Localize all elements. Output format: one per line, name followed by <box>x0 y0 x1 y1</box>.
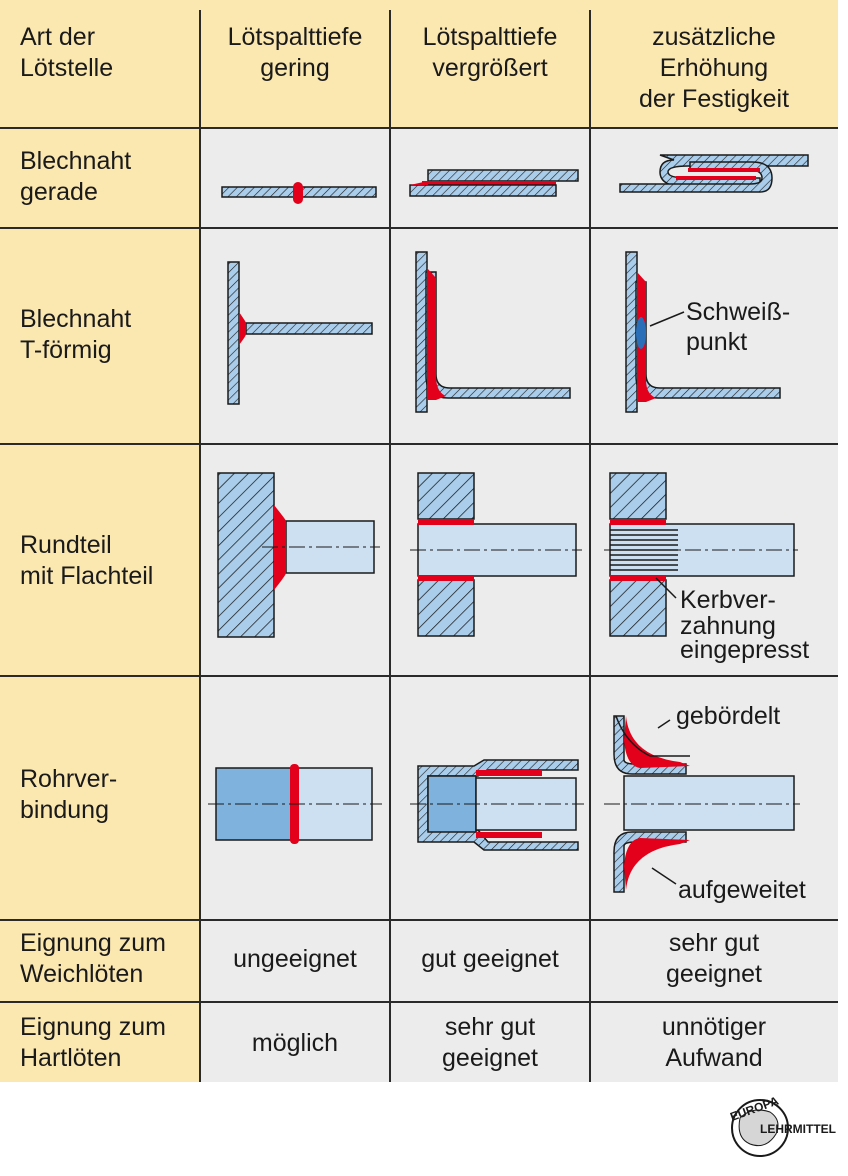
rating-text: möglich <box>251 1029 339 1057</box>
grid-vline <box>199 10 201 1082</box>
row-label-rohr: Rohrver- bindung <box>0 676 200 920</box>
sheet-butt-joint <box>221 182 377 204</box>
grid-hline <box>0 443 838 445</box>
grid-vline <box>589 10 591 1082</box>
europa-lehrmittel-logo: EUROPA LEHRMITTEL <box>728 1093 836 1157</box>
label-aufgeweitet: aufgeweitet <box>678 876 806 904</box>
round-flat-butt <box>217 472 380 638</box>
weich-col3: sehr gut geeignet <box>590 920 838 1002</box>
rating-text: sehr gut geeignet <box>442 1013 538 1072</box>
header-gap-high-text: Lötspalttiefe vergrößert <box>422 23 558 82</box>
round-flat-knurled <box>604 472 798 637</box>
header-strength-text: zusätzliche Erhöhung der Festigkeit <box>638 23 790 113</box>
grid-hline <box>0 919 838 921</box>
row-label-text: Blechnaht gerade <box>20 147 132 206</box>
sheet-t-joint-l <box>415 251 571 413</box>
logo-side-text: LEHRMITTEL <box>760 1122 836 1136</box>
sheet-lap-joint <box>409 169 579 197</box>
header-cell-gap-low: Lötspalttiefe gering <box>200 0 390 128</box>
row-label-text: Rohrver- bindung <box>20 765 118 824</box>
row-label-text: Eignung zum Weichlöten <box>20 929 166 988</box>
row-label-hart: Eignung zum Hartlöten <box>0 1002 200 1082</box>
row-label-rundteil: Rundteil mit Flachteil <box>0 444 200 676</box>
rating-text: ungeeignet <box>233 945 357 973</box>
row-label-text: Eignung zum Hartlöten <box>20 1013 166 1072</box>
weich-col2: gut geeignet <box>390 920 590 1002</box>
row-label-blech-gerade: Blechnaht gerade <box>0 128 200 228</box>
row-label-text: Rundteil mit Flachteil <box>20 531 154 590</box>
grid-hline <box>0 1001 838 1003</box>
tube-butt-joint <box>208 764 382 844</box>
weld-spot <box>636 317 646 349</box>
header-cell-strength: zusätzliche Erhöhung der Festigkeit <box>590 0 838 128</box>
rating-text: unnötiger Aufwand <box>661 1013 767 1072</box>
header-type-text: Art der Lötstelle <box>20 23 114 82</box>
sheet-folded-joint <box>619 154 809 193</box>
rating-text: sehr gut geeignet <box>666 929 762 988</box>
header-cell-type: Art der Lötstelle <box>0 0 200 128</box>
round-flat-through <box>410 472 582 637</box>
row-label-weich: Eignung zum Weichlöten <box>0 920 200 1002</box>
tube-sleeve-joint <box>410 759 584 851</box>
sheet-t-joint-welded <box>625 251 781 413</box>
sheet-t-joint-simple <box>227 261 373 405</box>
header-cell-gap-high: Lötspalttiefe vergrößert <box>390 0 590 128</box>
weich-col1: ungeeignet <box>200 920 390 1002</box>
tube-flanged-joint <box>604 715 800 893</box>
rating-text: gut geeignet <box>421 945 559 973</box>
label-kerb1: Kerbver- <box>680 586 776 614</box>
label-kerb2: zahnung <box>680 612 776 640</box>
row-label-text: Blechnaht T-förmig <box>20 305 132 364</box>
hart-col2: sehr gut geeignet <box>390 1002 590 1082</box>
hart-col1: möglich <box>200 1002 390 1082</box>
row-label-blech-t: Blechnaht T-förmig <box>0 228 200 444</box>
header-gap-low-text: Lötspalttiefe gering <box>227 23 363 82</box>
label-schweiss: Schweiß- <box>686 298 790 326</box>
label-kerb3: eingepresst <box>680 636 809 664</box>
grid-hline <box>0 127 838 129</box>
grid-hline <box>0 227 838 229</box>
label-gebordelt: gebördelt <box>676 702 780 730</box>
grid-vline <box>389 10 391 1082</box>
hart-col3: unnötiger Aufwand <box>590 1002 838 1082</box>
grid-hline <box>0 675 838 677</box>
label-punkt: punkt <box>686 328 747 356</box>
